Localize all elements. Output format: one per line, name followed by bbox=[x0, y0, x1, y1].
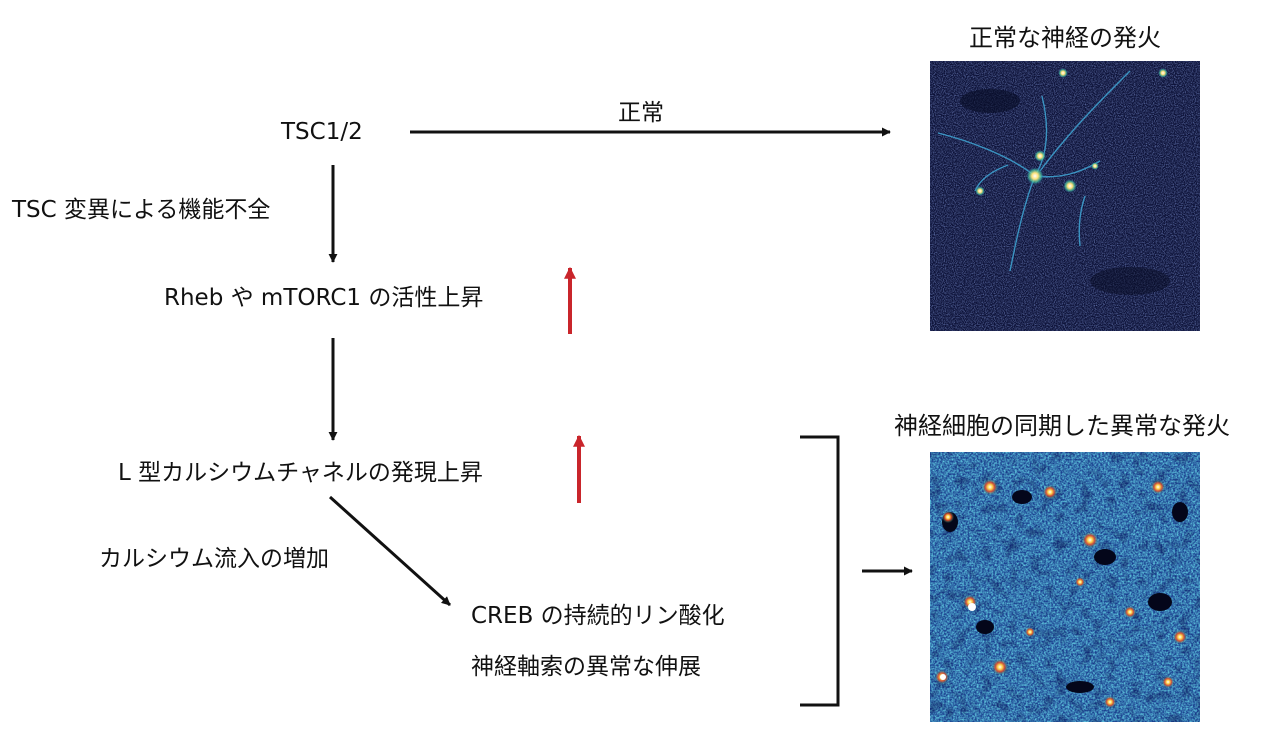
bracket bbox=[800, 435, 840, 707]
abnormal-firing-image bbox=[930, 452, 1200, 722]
node-axon-extension: 神経軸索の異常な伸展 bbox=[471, 654, 701, 680]
node-creb-phosphorylation: CREB の持続的リン酸化 bbox=[471, 603, 725, 629]
node-tsc: TSC1/2 bbox=[281, 119, 363, 145]
arrow-lca-to-creb bbox=[328, 495, 452, 607]
label-calcium-influx: カルシウム流入の増加 bbox=[99, 546, 329, 572]
label-tsc-dysfunction: TSC 変異による機能不全 bbox=[12, 197, 271, 223]
label-normal: 正常 bbox=[618, 100, 664, 126]
normal-firing-image bbox=[930, 61, 1200, 331]
title-abnormal-firing: 神経細胞の同期した異常な発火 bbox=[894, 412, 1230, 440]
node-rheb-mtorc1: Rheb や mTORC1 の活性上昇 bbox=[164, 285, 484, 311]
title-normal-firing: 正常な神経の発火 bbox=[969, 24, 1161, 52]
node-l-type-calcium-channel: L 型カルシウムチャネルの発現上昇 bbox=[118, 460, 483, 486]
